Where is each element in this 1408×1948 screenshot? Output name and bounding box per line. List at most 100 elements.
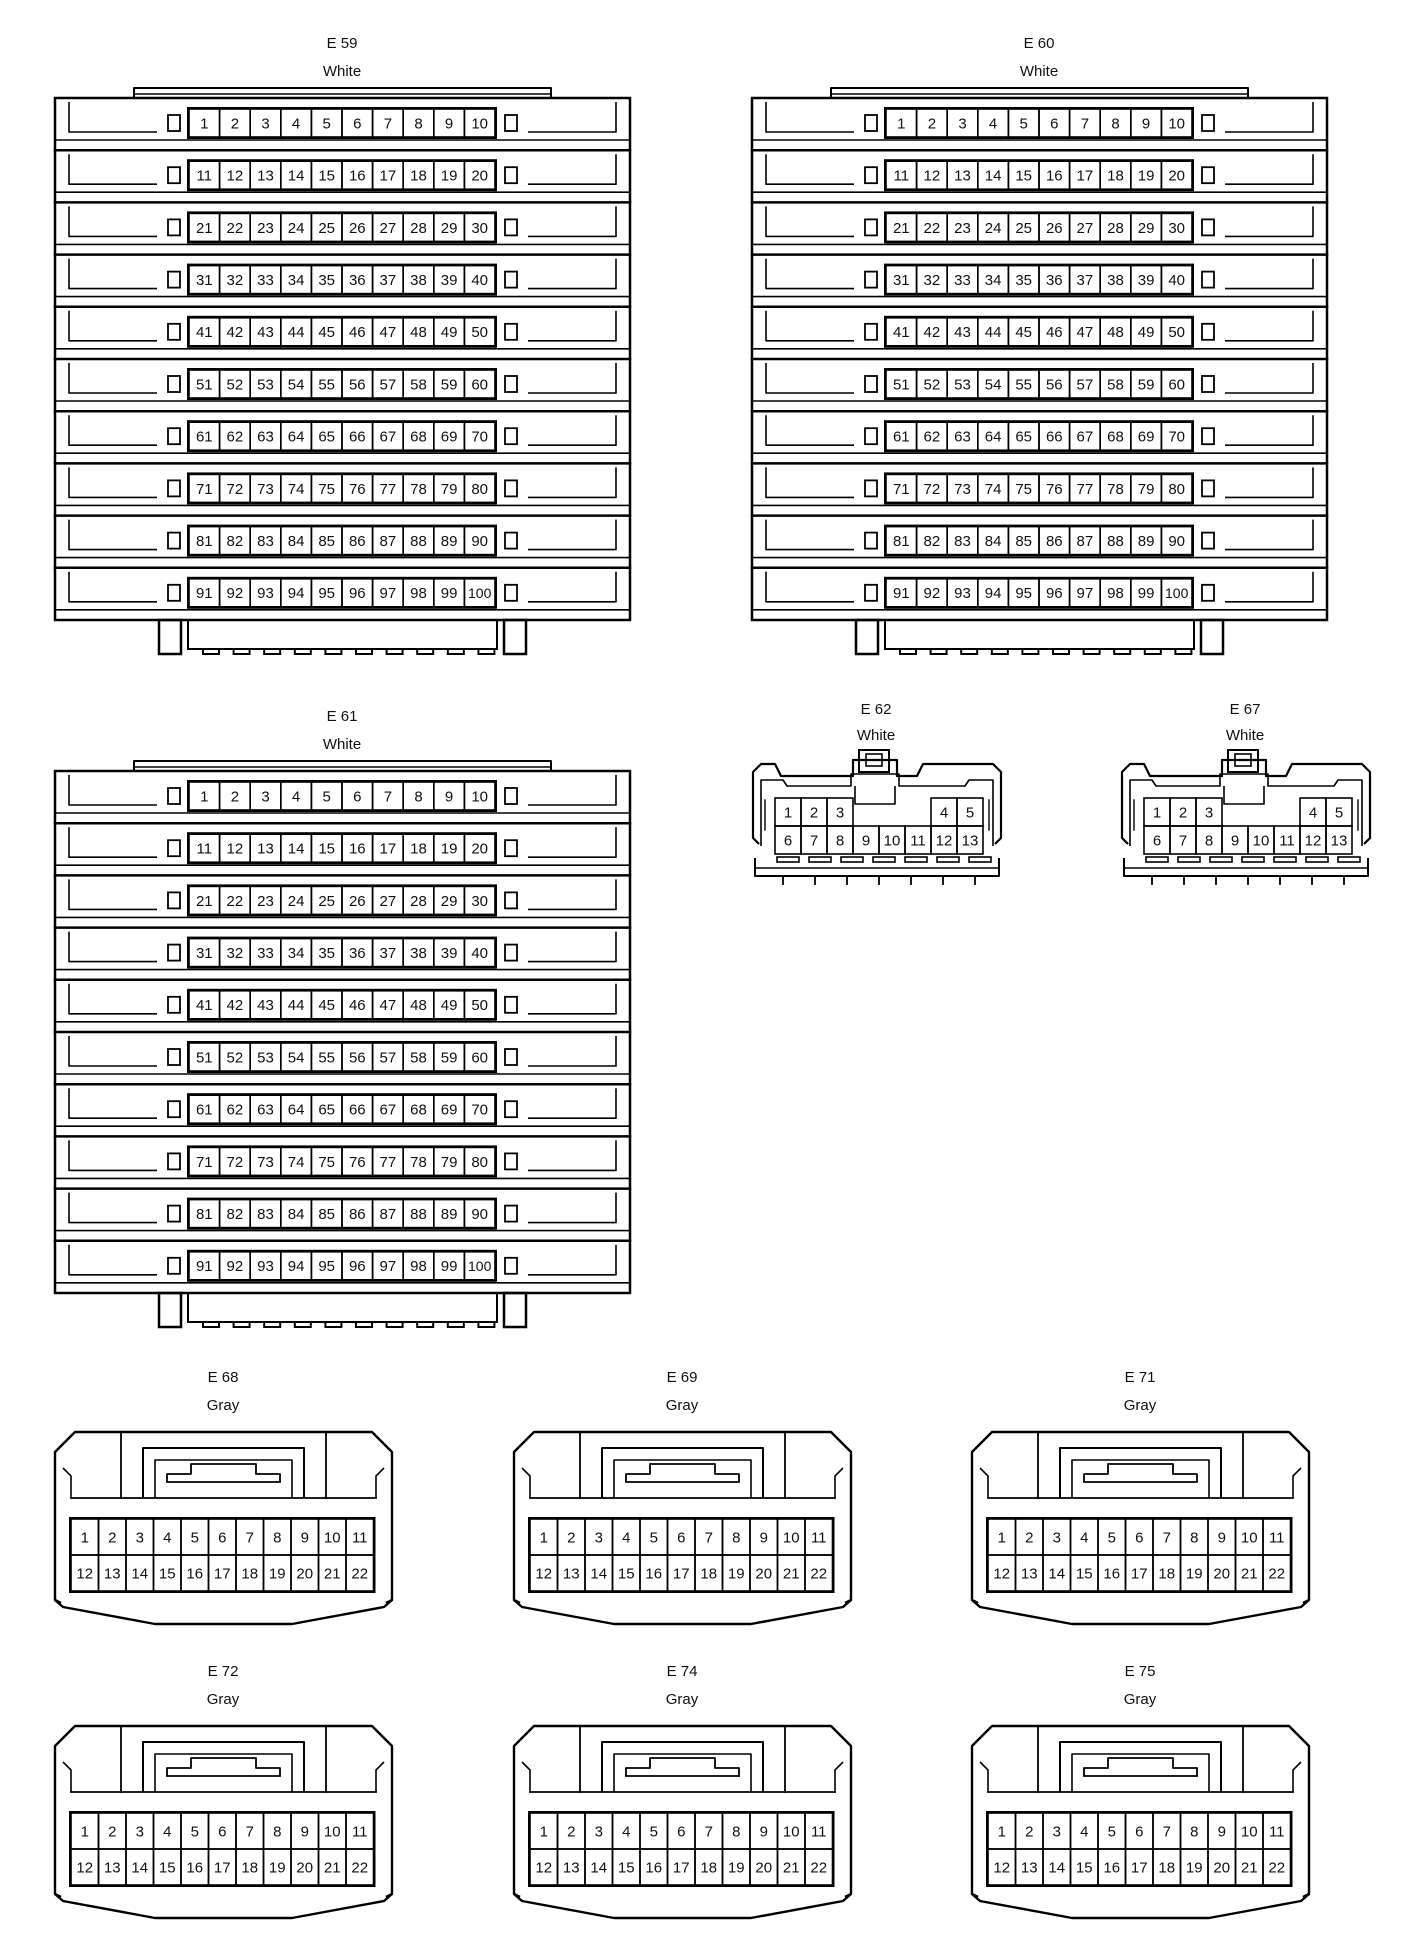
pin-number: 22 <box>810 1565 827 1582</box>
pin-cell: 16 <box>341 160 374 190</box>
pin-number: 97 <box>380 1258 397 1275</box>
pin-number: 21 <box>196 220 213 237</box>
pin-number: 58 <box>410 376 427 393</box>
comb-tooth <box>232 648 251 655</box>
pin-number: 22 <box>227 893 244 910</box>
latch-square <box>504 995 518 1014</box>
pin-cell: 5 <box>1097 1812 1127 1850</box>
pin-cell: 51 <box>885 369 918 399</box>
pin-number: 4 <box>622 1823 630 1840</box>
pin-cell: 10 <box>878 825 906 855</box>
pin-number: 31 <box>196 945 213 962</box>
pin-cell: 4 <box>152 1518 182 1556</box>
pin-number: 75 <box>318 481 335 498</box>
pin-cell: 25 <box>310 885 343 916</box>
pin-number: 17 <box>214 1565 231 1582</box>
pin-number: 15 <box>1015 168 1032 185</box>
pin-number: 87 <box>1077 533 1094 550</box>
pin-cell: 9 <box>290 1812 320 1850</box>
pin-cell: 86 <box>1038 525 1071 556</box>
pin-number: 18 <box>241 1565 258 1582</box>
pin-number: 10 <box>324 1529 341 1546</box>
pin-cell: 5 <box>310 781 343 811</box>
pin-number: 3 <box>1053 1529 1061 1546</box>
pin-cell: 7 <box>1152 1812 1182 1850</box>
comb-tooth <box>324 1321 343 1328</box>
pin-cell: 2 <box>556 1812 586 1850</box>
pin-number: 55 <box>318 376 335 393</box>
pin-cell: 92 <box>218 1251 252 1281</box>
pin-cell: 12 <box>987 1554 1017 1592</box>
pin-cell: 65 <box>310 421 343 452</box>
pin-number: 39 <box>441 272 458 289</box>
pin-cell: 1 <box>987 1812 1017 1850</box>
pin-cell: 84 <box>976 525 1010 556</box>
connector-color-label: Gray <box>666 1691 699 1708</box>
pin-number: 6 <box>353 115 361 132</box>
pin-number: 12 <box>227 168 244 185</box>
pin-number: 85 <box>318 533 335 550</box>
connector-id-label: E 67 <box>1230 701 1261 718</box>
pin-number: 43 <box>954 324 971 341</box>
pin-number: 22 <box>810 1859 827 1876</box>
pin-cell: 2 <box>1014 1812 1044 1850</box>
pin-number: 66 <box>1046 429 1063 446</box>
pin-cell: 82 <box>218 525 252 556</box>
pin-cell: 68 <box>402 421 435 452</box>
pin-number: 33 <box>257 272 274 289</box>
pin-cell: 11 <box>1262 1812 1292 1850</box>
foot-right <box>1199 618 1225 656</box>
pin-number: 25 <box>1015 220 1032 237</box>
pin-cell: 96 <box>341 1251 374 1281</box>
pin-number: 8 <box>273 1823 281 1840</box>
pin-cell: 12 <box>70 1554 100 1592</box>
pin-cell: 30 <box>463 885 496 916</box>
pin-number: 21 <box>1241 1565 1258 1582</box>
pin-number: 17 <box>1077 168 1094 185</box>
slot <box>904 856 928 863</box>
pin-number: 95 <box>318 585 335 602</box>
pin-cell: 22 <box>1262 1848 1292 1886</box>
pin-cell: 47 <box>371 316 405 347</box>
pin-number: 19 <box>269 1565 286 1582</box>
pin-cell: 41 <box>188 316 221 347</box>
pin-cell: 2 <box>218 108 252 138</box>
pin-number: 90 <box>471 533 488 550</box>
pin-cell: 88 <box>402 1198 435 1229</box>
pin-cell: 6 <box>774 825 802 855</box>
pin-number: 56 <box>349 1049 366 1066</box>
pin-number: 40 <box>471 945 488 962</box>
pin-number: 49 <box>441 997 458 1014</box>
pin-number: 88 <box>1107 533 1124 550</box>
pin-cell: 1 <box>1143 797 1171 827</box>
pin-cell: 98 <box>402 577 435 608</box>
pin-cell: 10 <box>1234 1518 1264 1556</box>
pin-number: 44 <box>288 997 305 1014</box>
pin-cell: 35 <box>310 264 343 295</box>
pin-number: 30 <box>471 220 488 237</box>
pin-cell: 70 <box>463 1094 496 1124</box>
pin-cell: 54 <box>279 1042 313 1072</box>
pin-cell: 7 <box>1169 825 1197 855</box>
pin-number: 7 <box>1163 1823 1171 1840</box>
pin-cell: 1 <box>774 797 802 827</box>
latch-square <box>1201 218 1215 237</box>
pin-number: 1 <box>81 1529 89 1546</box>
pin-number: 77 <box>380 481 397 498</box>
pin-number: 28 <box>410 220 427 237</box>
pin-cell: 1 <box>188 108 221 138</box>
pin-number: 21 <box>196 893 213 910</box>
pin-number: 12 <box>1305 832 1322 849</box>
pin-number: 30 <box>471 893 488 910</box>
latch-square <box>167 995 181 1014</box>
pin-cell: 21 <box>885 212 918 243</box>
pin-cell: 22 <box>915 212 948 243</box>
pin-cell: 17 <box>1124 1848 1154 1886</box>
pin-number: 64 <box>985 429 1002 446</box>
pin-number: 16 <box>186 1859 203 1876</box>
pin-number: 19 <box>441 841 458 858</box>
